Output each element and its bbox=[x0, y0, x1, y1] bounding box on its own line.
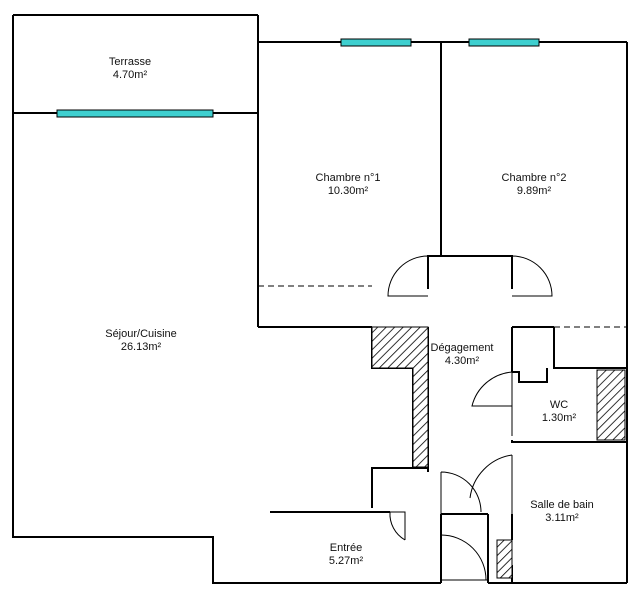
duct-left bbox=[371, 326, 429, 468]
room-label-entree: Entrée 5.27m² bbox=[329, 542, 363, 568]
door-chambre1 bbox=[387, 255, 429, 297]
room-area: 26.13m² bbox=[120, 341, 162, 353]
hatched-ducts bbox=[371, 326, 626, 579]
room-name: WC bbox=[549, 399, 569, 411]
room-name: Dégagement bbox=[430, 342, 494, 354]
room-area: 4.70m² bbox=[112, 69, 148, 81]
room-label-sejour: Séjour/Cuisine 26.13m² bbox=[105, 328, 177, 354]
doors bbox=[387, 255, 553, 581]
duct-sdb bbox=[496, 539, 513, 579]
room-area: 1.30m² bbox=[541, 412, 577, 424]
window-chambre2 bbox=[468, 38, 540, 47]
room-label-chambre2: Chambre n°2 9.89m² bbox=[502, 172, 567, 198]
windows bbox=[56, 38, 540, 118]
wc-inner-left bbox=[512, 368, 548, 383]
room-area: 9.89m² bbox=[516, 185, 552, 197]
entree-closet bbox=[371, 467, 428, 508]
door-entree bbox=[440, 534, 488, 581]
room-area: 3.11m² bbox=[545, 512, 579, 524]
outer-wall-left bbox=[12, 15, 441, 584]
room-label-degagement: Dégagement 4.30m² bbox=[431, 342, 494, 368]
room-label-chambre1: Chambre n°1 10.30m² bbox=[316, 172, 381, 198]
room-label-wc: WC 1.30m² bbox=[542, 399, 576, 425]
wc-left-wall bbox=[511, 440, 627, 443]
window-chambre1 bbox=[340, 38, 412, 47]
room-name: Séjour/Cuisine bbox=[105, 328, 177, 340]
room-name: Chambre n°1 bbox=[315, 172, 381, 184]
door-wc bbox=[471, 371, 513, 436]
room-label-sdb: Salle de bain 3.11m² bbox=[530, 499, 594, 525]
room-name: Entrée bbox=[329, 542, 363, 554]
room-area: 4.30m² bbox=[444, 355, 480, 367]
door-chambre2 bbox=[511, 255, 553, 297]
door-degagement bbox=[440, 471, 482, 514]
wc-walls bbox=[553, 327, 627, 369]
duct-wc bbox=[596, 369, 626, 441]
degagement-top-alcove bbox=[427, 255, 513, 289]
room-area: 10.30m² bbox=[327, 185, 369, 197]
room-name: Salle de bain bbox=[530, 499, 594, 511]
room-name: Chambre n°2 bbox=[501, 172, 567, 184]
room-area: 5.27m² bbox=[328, 555, 364, 567]
walls bbox=[12, 14, 628, 584]
window-sejour bbox=[56, 109, 214, 118]
door-sdb bbox=[469, 454, 513, 514]
room-label-terrasse: Terrasse 4.70m² bbox=[109, 56, 151, 82]
door-closet bbox=[389, 511, 406, 541]
room-name: Terrasse bbox=[108, 56, 152, 68]
dashed-lines bbox=[258, 285, 627, 328]
